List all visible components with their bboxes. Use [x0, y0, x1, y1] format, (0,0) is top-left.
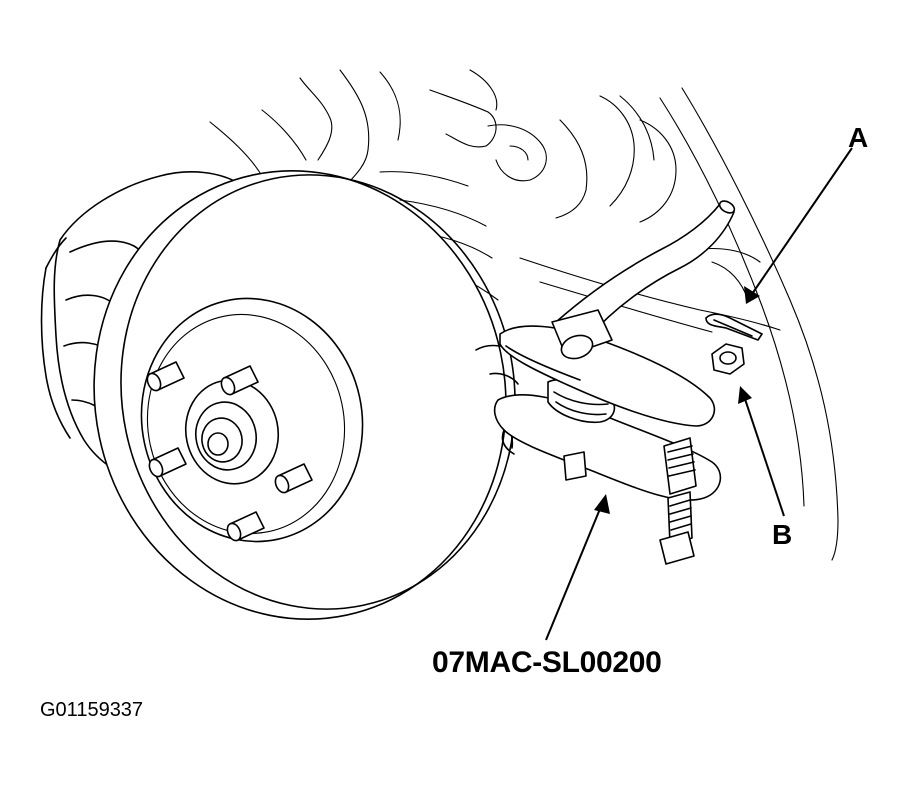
lug-stud — [146, 361, 185, 392]
lug-studs — [146, 361, 313, 542]
wheel-hub — [184, 379, 280, 485]
brake-rotor — [93, 170, 516, 620]
figure-id-label: G01159337 — [40, 699, 144, 721]
callout-arrows — [545, 147, 853, 641]
castle-nut — [711, 343, 745, 375]
cotter-pin — [705, 313, 763, 341]
tool-number-label: 07MAC-SL00200 — [432, 646, 662, 679]
lug-stud — [274, 463, 313, 494]
callout-label-a: A — [848, 122, 869, 153]
lug-stud — [220, 365, 259, 396]
lug-stud — [148, 447, 187, 478]
lug-stud — [226, 511, 265, 542]
ball-joint-remover-tool — [493, 309, 722, 565]
tie-rod — [555, 200, 736, 339]
callout-label-b: B — [772, 519, 793, 550]
